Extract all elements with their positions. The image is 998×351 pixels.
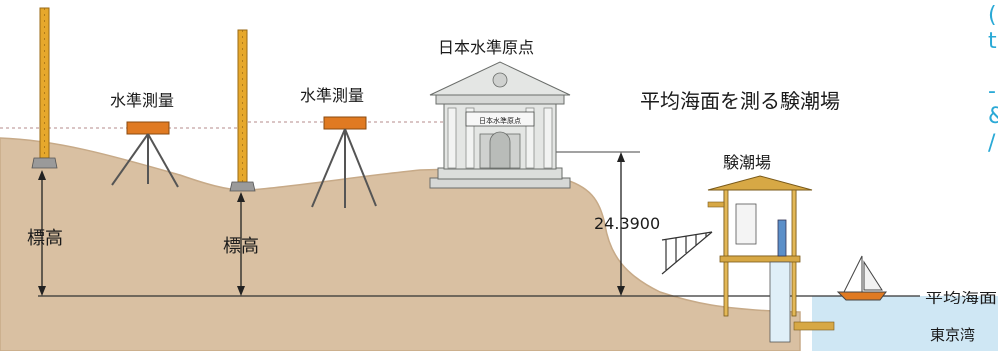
tide-gauge-station: [707, 175, 835, 343]
edge-text-5: /: [988, 131, 996, 156]
edge-text-4: &: [988, 104, 998, 129]
edge-text-2: t: [988, 29, 997, 54]
level-instrument-2: [311, 116, 377, 208]
datum-height-label: 24.3900: [594, 214, 660, 233]
diagram-title: 平均海面を測る験潮場: [640, 89, 840, 113]
elevation-label-1: 標高: [27, 228, 63, 249]
level-instrument-1: [111, 121, 179, 188]
mean-sea-level-label: 平均海面: [925, 291, 997, 307]
edge-text-3: -: [988, 79, 996, 104]
leveling-label-1: 水準測量: [110, 91, 174, 110]
datum-building-label: 日本水準原点: [438, 38, 534, 57]
elevation-label-2: 標高: [223, 236, 259, 257]
sailboat: [836, 255, 887, 301]
datum-height-arrow: [617, 152, 625, 296]
tokyo-bay-label: 東京湾: [930, 326, 975, 344]
elevation-arrow-1: [38, 170, 46, 296]
tide-station-label: 験潮場: [723, 153, 771, 172]
tokyo-bay-water: [812, 296, 998, 351]
leveling-staff-1: [31, 7, 58, 169]
leveling-staff-2: [229, 29, 256, 192]
datum-plaque-text: 日本水準原点: [479, 116, 521, 125]
ground: [0, 137, 801, 351]
japan-leveling-datum-building: [429, 61, 571, 189]
leveling-label-2: 水準測量: [300, 86, 364, 105]
station-stairs: [661, 231, 713, 275]
elevation-arrow-2: [237, 192, 245, 296]
edge-text-1: (: [988, 3, 997, 28]
